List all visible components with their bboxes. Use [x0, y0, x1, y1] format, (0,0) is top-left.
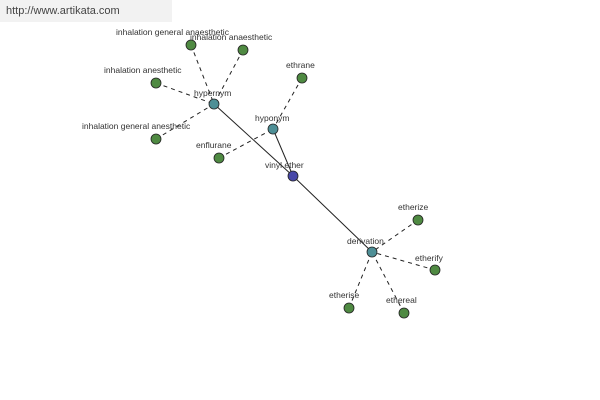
edge-hypernym-center — [213, 103, 294, 177]
leaf-node-l3[interactable] — [150, 77, 162, 89]
leaf-label-l10: ethereal — [386, 295, 417, 305]
relation-node-derivation[interactable] — [366, 246, 378, 258]
edge-l7 — [371, 219, 419, 253]
center-label-vinyl: vinyl ether — [265, 160, 304, 170]
leaf-node-l1[interactable] — [185, 39, 197, 51]
leaf-node-l10[interactable] — [398, 307, 410, 319]
leaf-label-l3: inhalation anesthetic — [104, 65, 182, 75]
edge-l3 — [155, 82, 215, 105]
center-node-vinyl[interactable] — [287, 170, 299, 182]
leaf-node-l6[interactable] — [213, 152, 225, 164]
leaf-node-l7[interactable] — [412, 214, 424, 226]
leaf-node-l8[interactable] — [429, 264, 441, 276]
edge-l1 — [190, 44, 215, 105]
edge-l4 — [155, 103, 215, 140]
relation-label-hypernym: hypernym — [194, 88, 231, 98]
leaf-label-l7: etherize — [398, 202, 429, 212]
leaf-label-l8: etherify — [415, 253, 444, 263]
leaf-label-l5: ethrane — [286, 60, 315, 70]
relation-node-hypernym[interactable] — [208, 98, 220, 110]
leaf-node-l9[interactable] — [343, 302, 355, 314]
leaf-label-l6: enflurane — [196, 140, 232, 150]
relation-node-hyponym[interactable] — [267, 123, 279, 135]
leaf-node-l2[interactable] — [237, 44, 249, 56]
edge-l8 — [371, 251, 436, 271]
leaf-label-l9: etherise — [329, 290, 360, 300]
watermark-url: http://www.artikata.com — [0, 0, 172, 22]
relation-label-hyponym: hyponym — [255, 113, 290, 123]
leaf-label-l1: inhalation general anaesthetic — [116, 27, 230, 37]
edge-l2 — [213, 49, 244, 105]
edge-derivation-center — [292, 175, 373, 253]
relation-label-derivation: derivation — [347, 236, 384, 246]
edge-l9 — [348, 251, 373, 309]
leaf-node-l5[interactable] — [296, 72, 308, 84]
leaf-label-l2: inhalation anaesthetic — [190, 32, 273, 42]
edge-hyponym-center — [272, 128, 294, 177]
leaf-label-l4: inhalation general anesthetic — [82, 121, 191, 131]
edge-l10 — [371, 251, 405, 314]
leaf-node-l4[interactable] — [150, 133, 162, 145]
edge-l5 — [272, 77, 303, 130]
edge-l6 — [218, 128, 274, 159]
